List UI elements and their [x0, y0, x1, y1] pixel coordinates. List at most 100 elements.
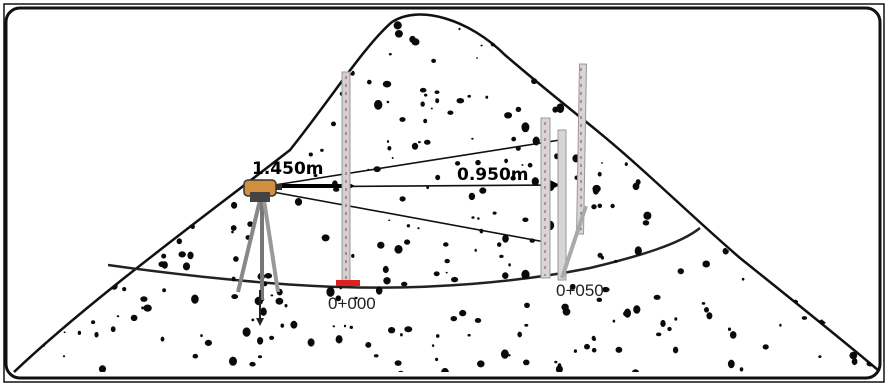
soil-dot: [180, 63, 188, 72]
soil-dot: [694, 59, 701, 65]
soil-dot: [433, 271, 440, 277]
soil-dot: [108, 25, 112, 30]
soil-dot: [110, 123, 117, 128]
soil-dot: [797, 180, 801, 184]
soil-dot: [815, 116, 820, 120]
soil-dot: [521, 44, 528, 51]
soil-dot: [72, 60, 77, 66]
soil-dot: [864, 147, 869, 153]
soil-dot: [792, 179, 798, 184]
soil-dot: [173, 27, 178, 32]
soil-dot: [206, 100, 212, 109]
soil-dot: [85, 198, 89, 202]
soil-dot: [634, 246, 642, 256]
soil-dot: [135, 208, 140, 213]
soil-dot: [131, 255, 135, 259]
soil-dot: [240, 154, 246, 162]
soil-dot: [745, 94, 749, 98]
soil-dot: [140, 296, 148, 302]
soil-dot: [43, 295, 47, 299]
soil-dot: [472, 16, 480, 19]
soil-dot: [687, 80, 690, 83]
soil-dot: [30, 54, 35, 57]
soil-dot: [672, 346, 679, 354]
soil-dot: [122, 287, 127, 292]
soil-dot: [223, 136, 229, 142]
soil-dot: [674, 16, 682, 24]
soil-dot: [85, 147, 88, 150]
soil-dot: [98, 365, 107, 372]
soil-dot: [729, 331, 737, 339]
soil-dot: [351, 253, 355, 258]
soil-dot: [804, 111, 807, 114]
soil-dot: [537, 34, 546, 42]
soil-dot: [420, 101, 425, 107]
soil-dot: [734, 169, 738, 173]
soil-dot: [261, 107, 265, 110]
soil-dot: [249, 361, 256, 367]
soil-dot: [313, 174, 318, 177]
soil-dot: [617, 103, 623, 109]
soil-dot: [471, 137, 474, 140]
soil-dot: [722, 247, 729, 255]
soil-dot: [451, 276, 459, 283]
soil-dot: [696, 117, 703, 124]
soil-dot: [23, 25, 32, 35]
soil-dot: [162, 55, 168, 61]
soil-dot: [285, 110, 289, 115]
soil-dot: [511, 136, 517, 142]
soil-dot: [726, 170, 731, 174]
soil-dot: [257, 337, 264, 345]
soil-dot: [781, 250, 787, 257]
soil-dot: [399, 196, 406, 202]
soil-dot: [751, 191, 755, 195]
soil-dot: [377, 241, 385, 249]
soil-dot: [275, 297, 284, 305]
soil-dot: [869, 46, 873, 50]
soil-dot: [164, 172, 168, 177]
soil-dot: [721, 211, 730, 222]
soil-dot: [707, 184, 713, 191]
soil-dot: [508, 263, 511, 267]
soil-dot: [610, 203, 615, 209]
soil-dot: [501, 349, 509, 359]
soil-dot: [280, 323, 285, 328]
soil-dot: [161, 121, 165, 125]
soil-dot: [787, 87, 796, 96]
soil-dot: [633, 305, 641, 314]
soil-dot: [63, 244, 71, 251]
soil-dot: [375, 286, 383, 295]
soil-dot: [678, 23, 682, 27]
soil-dot: [515, 106, 522, 112]
leveling-staff-icon: [540, 63, 588, 281]
soil-dot: [26, 109, 31, 114]
soil-dot: [290, 320, 298, 329]
soil-dot: [750, 155, 756, 161]
soil-dot: [610, 130, 617, 136]
soil-dot: [591, 347, 597, 353]
soil-dot: [409, 35, 416, 43]
soil-dot: [252, 107, 256, 110]
soil-dot: [418, 141, 421, 144]
soil-dot: [624, 308, 631, 318]
soil-dot: [684, 165, 687, 169]
soil-dot: [435, 98, 440, 104]
soil-dot: [846, 240, 853, 248]
soil-dot: [445, 271, 448, 274]
soil-dot: [349, 325, 353, 329]
soil-dot: [531, 177, 539, 186]
soil-dot: [335, 295, 342, 302]
soil-dot: [320, 148, 324, 152]
soil-dot: [173, 51, 178, 57]
soil-dot: [688, 24, 696, 32]
soil-dot: [404, 239, 411, 245]
station-start-label: 0+000: [328, 294, 376, 313]
soil-dot: [156, 16, 163, 20]
foresight-arrow-head: [548, 179, 560, 191]
soil-dot: [702, 260, 710, 268]
soil-dot: [259, 113, 265, 118]
soil-dot: [699, 158, 707, 169]
foresight-reading-label: 0.950m: [457, 165, 529, 185]
soil-dot: [230, 225, 237, 231]
soil-dot: [779, 323, 782, 327]
